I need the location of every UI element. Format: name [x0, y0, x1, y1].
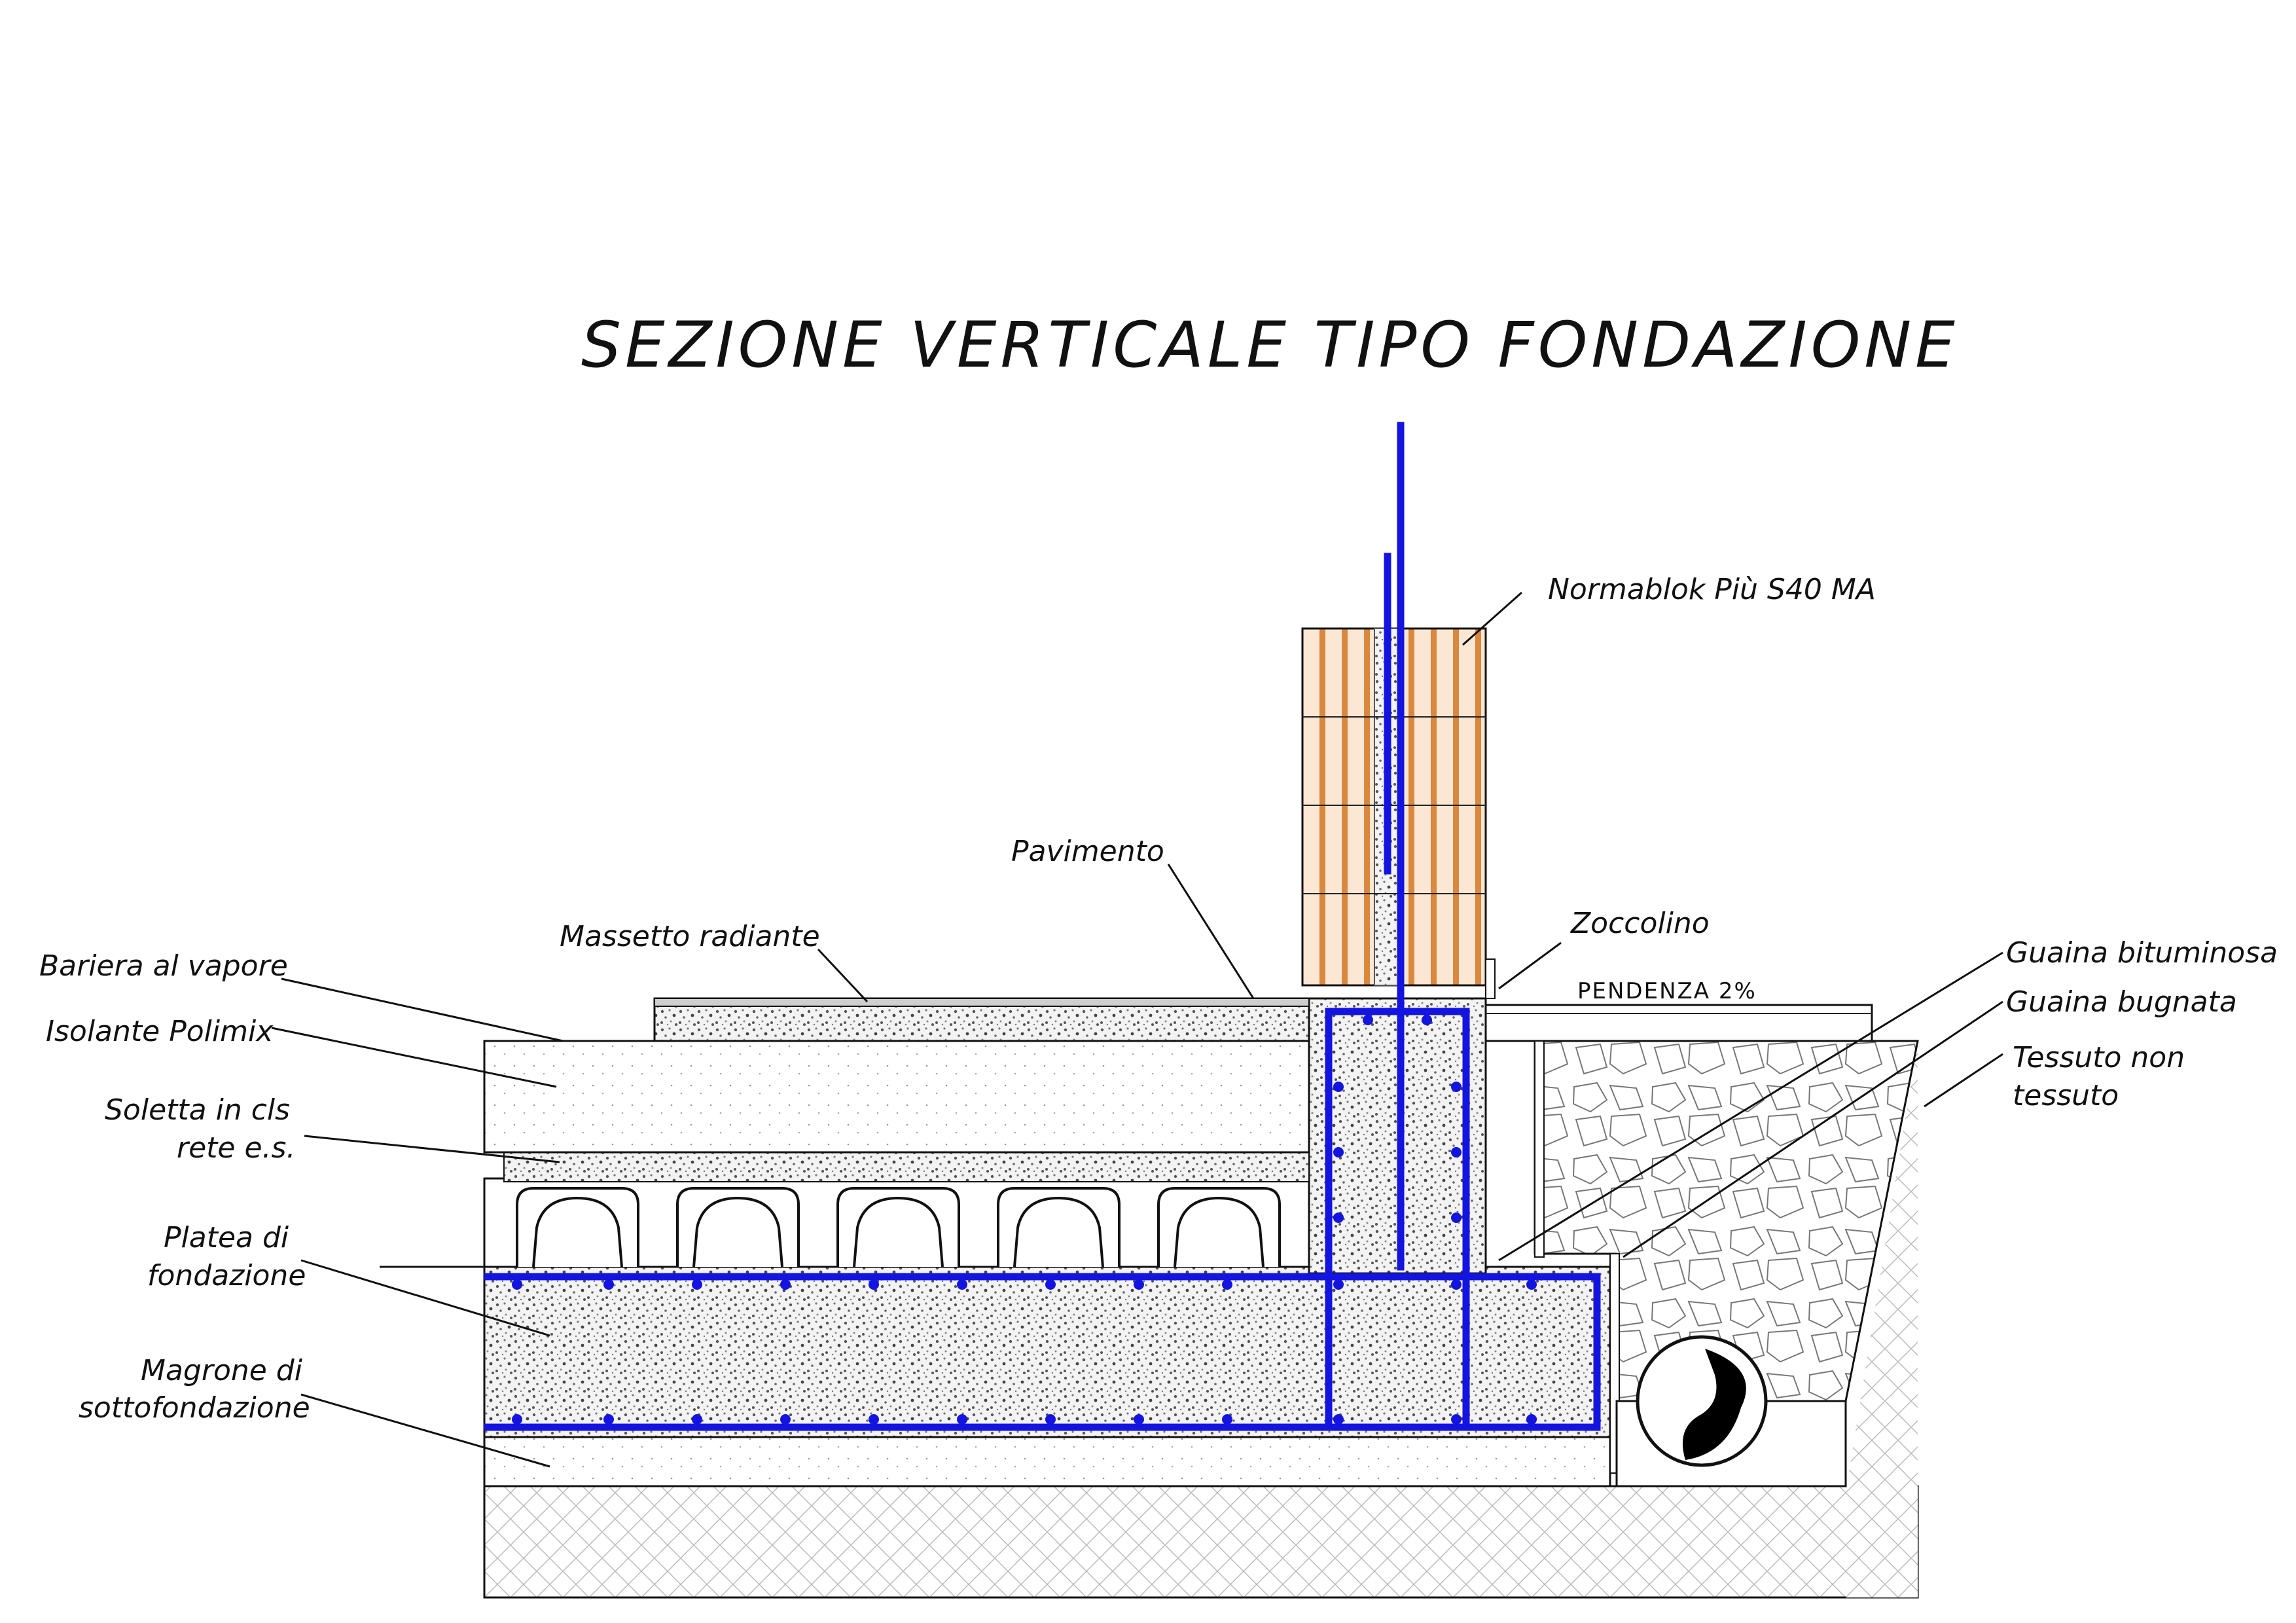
sidewalk-slab [1484, 1004, 1873, 1042]
leader-lines [271, 591, 2003, 1468]
label-massetto: Massetto radiante [560, 920, 820, 953]
label-magrone-2: sottofondazione [79, 1391, 310, 1425]
label-platea-1: Platea di [164, 1221, 289, 1254]
isolante-layer [483, 1040, 1310, 1154]
platea-slab [483, 1266, 1611, 1438]
label-guaina-bituminosa: Guaina bituminosa [2006, 936, 2278, 970]
label-magrone-1: Magrone di [141, 1354, 303, 1387]
labels: Normablok Più S40 MA Pavimento Zoccolino… [39, 573, 2278, 1425]
label-platea-2: fondazione [147, 1259, 306, 1292]
label-normablok: Normablok Più S40 MA [1548, 573, 1876, 606]
magrone-layer [483, 1436, 1611, 1487]
drain-pipe-fill [1682, 1349, 1746, 1460]
ground-soil [483, 1485, 1919, 1599]
label-isolante: Isolante Polimix [46, 1015, 274, 1048]
label-tessuto-1: Tessuto non [2013, 1041, 2185, 1074]
label-pavimento: Pavimento [1011, 835, 1164, 868]
soletta-layer [503, 1152, 1310, 1182]
igloo-formwork-row [483, 1177, 1310, 1268]
label-soletta-1: Soletta in cls [105, 1093, 290, 1127]
drawing-title: SEZIONE VERTICALE TIPO FONDAZIONE [581, 308, 1959, 382]
label-bariera: Bariera al vapore [39, 949, 288, 983]
label-zoccolino: Zoccolino [1570, 907, 1710, 940]
label-guaina-bugnata: Guaina bugnata [2006, 985, 2237, 1019]
label-tessuto-2: tessuto [2013, 1079, 2119, 1112]
rebar-cage [484, 422, 1601, 1431]
label-pendenza: PENDENZA 2% [1577, 978, 1757, 1004]
soil-embankment [1846, 1041, 1918, 1597]
guaina-sheath [1534, 1040, 1545, 1258]
label-soletta-2: rete e.s. [177, 1131, 295, 1165]
pavimento-layer [654, 998, 1310, 1007]
